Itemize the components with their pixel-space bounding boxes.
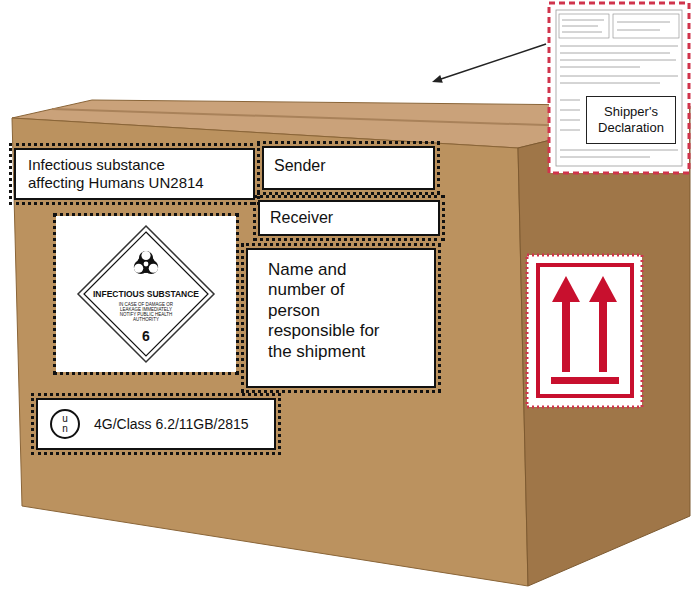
responsible-person-label: Name and number of person responsible fo…: [246, 248, 436, 388]
shippers-declaration-document: [549, 3, 689, 173]
label-text: IN CASE OF DAMAGE OR LEAKAGE IMMEDIATELY…: [114, 302, 178, 322]
un-symbol-text: u n: [61, 414, 69, 434]
diamond-shape: [78, 226, 214, 362]
biohazard-symbol: [134, 251, 158, 274]
label-text: Receiver: [270, 208, 428, 227]
box-side: [518, 106, 690, 586]
label-text: INFECTIOUS SUBSTANCE: [93, 289, 199, 299]
sender-label: Sender: [262, 146, 435, 190]
un-specification-mark: u n 4G/Class 6.2/11GB/2815: [36, 398, 276, 450]
box-front: [12, 118, 528, 586]
leader-arrow: [432, 44, 546, 83]
label-text: 6: [142, 328, 150, 344]
un-circle: u n: [50, 409, 80, 439]
label-text: Shipper's Declaration: [591, 104, 671, 135]
infectious-substance-diamond: INFECTIOUS SUBSTANCE IN CASE OF DAMAGE OR…: [56, 216, 236, 372]
receiver-label: Receiver: [258, 200, 440, 236]
hazard-name-label: Infectious substance affecting Humans UN…: [14, 148, 255, 200]
label-text: Sender: [274, 156, 423, 175]
shippers-declaration-label: Shipper's Declaration: [586, 96, 676, 144]
label-text: Infectious substance affecting Humans UN…: [28, 156, 213, 192]
diamond-inner-line: [84, 232, 208, 356]
this-way-up-label: [527, 255, 642, 407]
label-text: 4G/Class 6.2/11GB/2815: [94, 416, 249, 432]
label-text: Name and number of person responsible fo…: [268, 260, 393, 362]
box-seam: [52, 109, 604, 127]
